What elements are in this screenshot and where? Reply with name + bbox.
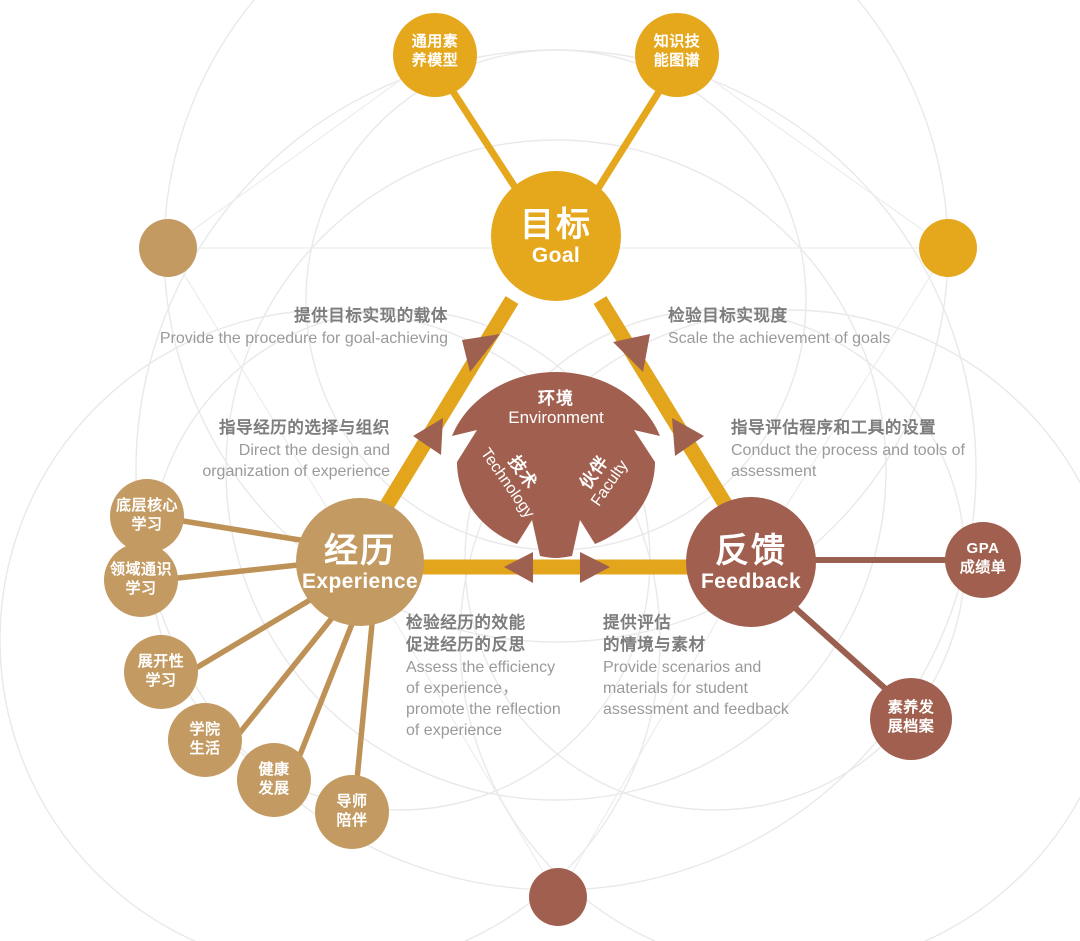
goal-satellite-2-circle <box>635 13 719 97</box>
caption-feedback-to-goal-en: Scale the achievement of goals <box>668 329 891 347</box>
caption-goal-to-experience-en: Provide the procedure for goal-achieving <box>159 329 448 347</box>
bg-spoke-5 <box>167 54 436 249</box>
caption-goal-to-feedback-en-1: Conduct the process and tools of <box>731 441 965 459</box>
arrow-to-feedback-bottom <box>580 552 610 583</box>
experience-satellite-1-circle <box>110 479 184 553</box>
bg-arc-lowerleft <box>0 309 661 941</box>
arrow-to-experience-bottom <box>504 552 533 583</box>
caption-goal-to-feedback: 指导评估程序和工具的设置 Conduct the process and too… <box>731 418 1031 482</box>
goal-node-circle <box>491 171 621 301</box>
caption-feedback-to-goal-cn: 检验目标实现度 <box>668 307 788 325</box>
caption-feedback-to-experience-en-3: assessment and feedback <box>603 700 789 718</box>
experience-node-circle <box>296 498 424 626</box>
caption-feedback-to-experience-en-1: Provide scenarios and <box>603 658 762 676</box>
decorative-dot-bottom <box>529 868 587 926</box>
caption-experience-to-goal-en-1: Direct the design and <box>238 441 390 459</box>
bg-arc-inner <box>225 139 887 801</box>
caption-goal-to-feedback-en-2: assessment <box>731 462 817 480</box>
caption-goal-to-feedback-cn: 指导评估程序和工具的设置 <box>731 419 937 437</box>
caption-goal-to-experience-cn: 提供目标实现的载体 <box>294 307 448 325</box>
arrow-to-goal-left <box>462 334 500 372</box>
bg-arc-lowerright <box>459 309 1080 941</box>
feedback-node-circle <box>686 497 816 627</box>
link-goal-sat-1 <box>448 86 524 199</box>
bg-spoke-3 <box>359 561 559 898</box>
experience-satellite-3-circle <box>124 635 198 709</box>
link-fb-sat-2 <box>790 603 901 703</box>
caption-feedback-to-goal: 检验目标实现度 Scale the achievement of goals <box>668 306 998 349</box>
decorative-dot-left <box>139 219 197 277</box>
caption-feedback-to-experience-en-2: materials for student <box>603 679 748 697</box>
link-exp-sat-3 <box>193 597 313 671</box>
caption-experience-to-goal: 指导经历的选择与组织 Direct the design and organiz… <box>105 418 390 482</box>
caption-experience-to-goal-cn: 指导经历的选择与组织 <box>219 419 390 437</box>
feedback-satellite-1-circle <box>945 522 1021 598</box>
caption-experience-to-feedback-en-1: Assess the efficiency <box>406 658 556 676</box>
link-goal-sat-2 <box>590 86 664 199</box>
caption-goal-to-experience: 提供目标实现的载体 Provide the procedure for goal… <box>118 306 448 349</box>
caption-experience-to-feedback-en-2: of experience， <box>406 679 519 697</box>
caption-feedback-to-experience-cn-1: 提供评估 <box>603 614 672 632</box>
experience-satellite-2-circle <box>104 543 178 617</box>
link-exp-sat-1 <box>180 518 303 543</box>
experience-satellite-4-circle <box>168 703 242 777</box>
decorative-dot-right <box>919 219 977 277</box>
bar-goal-feedback <box>593 296 742 524</box>
caption-experience-to-goal-en-2: organization of experience <box>202 462 390 480</box>
goal-satellite-1-circle <box>393 13 477 97</box>
caption-experience-to-feedback-cn-1: 检验经历的效能 <box>406 614 526 632</box>
arrow-to-experience <box>413 418 443 455</box>
bg-spoke-6 <box>676 54 949 249</box>
arrow-to-goal-right <box>613 334 650 372</box>
caption-experience-to-feedback-en-3: promote the reflection <box>406 700 561 718</box>
experience-satellite-5-circle <box>237 743 311 817</box>
caption-feedback-to-experience: 提供评估 的情境与素材 Provide scenarios and materi… <box>603 613 833 720</box>
caption-experience-to-feedback-cn-2: 促进经历的反思 <box>406 635 526 654</box>
caption-experience-to-feedback: 检验经历的效能 促进经历的反思 Assess the efficiency of… <box>406 613 606 741</box>
caption-experience-to-feedback-en-4: of experience <box>406 721 503 739</box>
link-exp-sat-6 <box>353 621 375 793</box>
link-exp-sat-2 <box>175 562 301 581</box>
experience-satellite-6-circle <box>315 775 389 849</box>
link-exp-sat-4 <box>235 615 335 738</box>
link-exp-sat-5 <box>289 621 355 778</box>
environment-burst-shape <box>452 372 660 558</box>
feedback-satellite-2-circle <box>870 678 952 760</box>
arrow-to-feedback <box>672 418 704 456</box>
caption-feedback-to-experience-cn-2: 的情境与素材 <box>603 635 706 654</box>
